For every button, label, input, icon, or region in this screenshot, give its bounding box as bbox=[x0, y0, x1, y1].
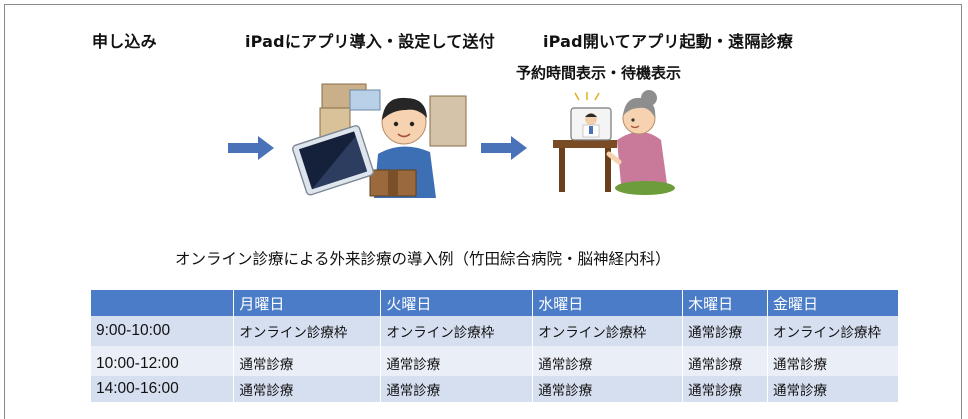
schedule-cell: 通常診療 bbox=[682, 376, 769, 402]
header-cell-friday: 金曜日 bbox=[767, 290, 899, 316]
time-slot-cell: 9:00-10:00 bbox=[91, 316, 235, 346]
table-header-row: 月曜日 火曜日 水曜日 木曜日 金曜日 bbox=[91, 290, 899, 316]
step-open-sublabel: 予約時間表示・待機表示 bbox=[516, 64, 682, 82]
schedule-caption: オンライン診療による外来診療の導入例（竹田綜合病院・脳神経内科） bbox=[175, 250, 671, 268]
ipad-delivery-illustration bbox=[290, 82, 468, 198]
schedule-cell: 通常診療 bbox=[233, 346, 382, 376]
schedule-cell: オンライン診療枠 bbox=[380, 316, 534, 346]
step-ship-label: iPadにアプリ導入・設定して送付 bbox=[245, 32, 495, 51]
table-row: 10:00-12:00 通常診療 通常診療 通常診療 通常診療 通常診療 bbox=[91, 346, 899, 376]
table-row: 9:00-10:00 オンライン診療枠 オンライン診療枠 オンライン診療枠 通常… bbox=[91, 316, 899, 346]
header-cell-wednesday: 水曜日 bbox=[532, 290, 684, 316]
schedule-cell: 通常診療 bbox=[682, 316, 769, 346]
schedule-cell: 通常診療 bbox=[380, 376, 534, 402]
header-cell-tuesday: 火曜日 bbox=[380, 290, 534, 316]
schedule-cell: オンライン診療枠 bbox=[767, 316, 899, 346]
schedule-cell: オンライン診療枠 bbox=[233, 316, 382, 346]
header-cell-thursday: 木曜日 bbox=[682, 290, 769, 316]
schedule-cell: オンライン診療枠 bbox=[532, 316, 684, 346]
remote-consultation-illustration bbox=[549, 82, 679, 198]
schedule-cell: 通常診療 bbox=[233, 376, 382, 402]
right-arrow-icon bbox=[481, 136, 527, 160]
table-row: 14:00-16:00 通常診療 通常診療 通常診療 通常診療 通常診療 bbox=[91, 376, 899, 402]
step-open-label: iPad開いてアプリ起動・遠隔診療 bbox=[543, 32, 793, 51]
figure-frame bbox=[4, 4, 962, 419]
step-apply-label: 申し込み bbox=[92, 32, 157, 51]
schedule-cell: 通常診療 bbox=[380, 346, 534, 376]
schedule-cell: 通常診療 bbox=[767, 346, 899, 376]
schedule-cell: 通常診療 bbox=[532, 376, 684, 402]
schedule-cell: 通常診療 bbox=[532, 346, 684, 376]
right-arrow-icon bbox=[228, 136, 274, 160]
time-slot-cell: 10:00-12:00 bbox=[91, 346, 235, 376]
schedule-cell: 通常診療 bbox=[767, 376, 899, 402]
schedule-table: 月曜日 火曜日 水曜日 木曜日 金曜日 9:00-10:00 オンライン診療枠 … bbox=[91, 290, 899, 402]
schedule-cell: 通常診療 bbox=[682, 346, 769, 376]
header-cell-empty bbox=[91, 290, 235, 316]
time-slot-cell: 14:00-16:00 bbox=[91, 376, 235, 402]
header-cell-monday: 月曜日 bbox=[233, 290, 382, 316]
